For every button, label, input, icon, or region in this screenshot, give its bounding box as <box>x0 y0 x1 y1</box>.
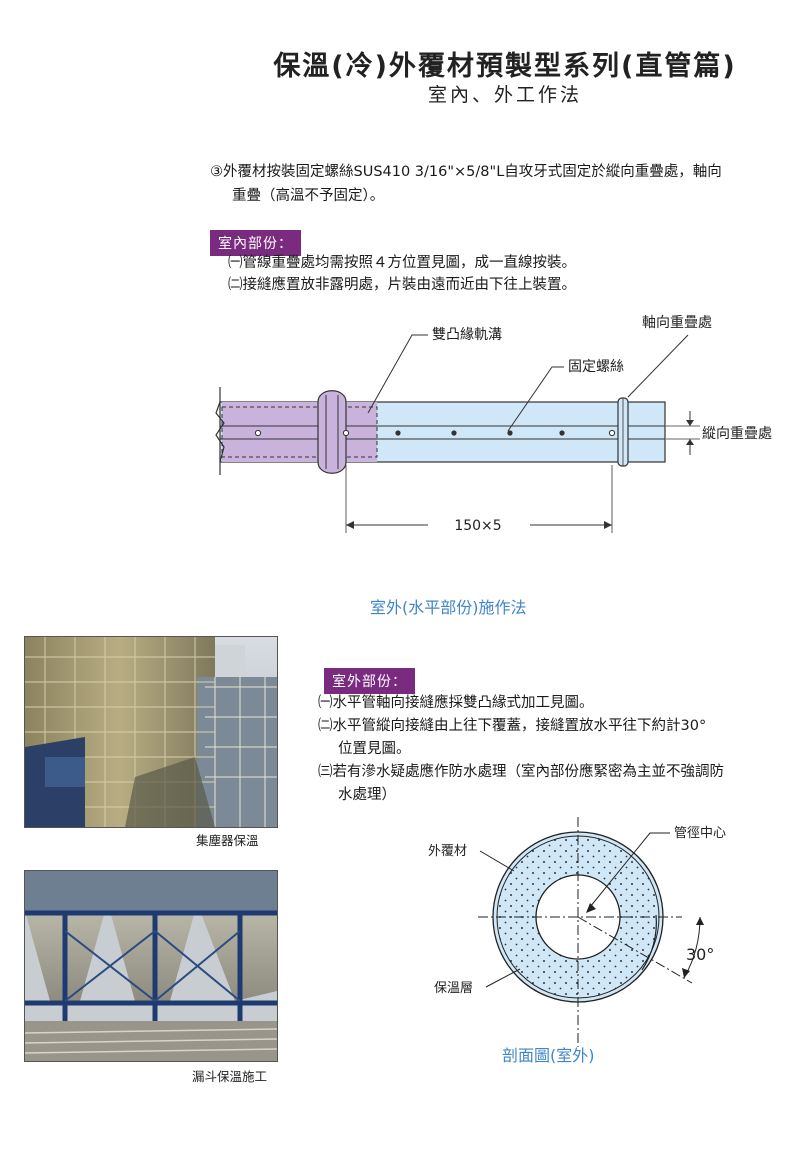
pipe-diagram-caption: 室外(水平部份)施作法 <box>370 598 527 617</box>
screw <box>559 430 565 436</box>
indoor-item-2: ㈡接縫應置放非露明處，片裝由遠而近由下往上裝置。 <box>228 277 576 293</box>
hopper-image <box>25 871 277 1061</box>
outdoor-item-2-cont: 位置見圖。 <box>338 741 411 757</box>
label-pipe-center: 管徑中心 <box>674 826 726 841</box>
indoor-item-1: ㈠管線重疊處均需按照４方位置見圖，成一直線按裝。 <box>228 255 576 271</box>
intro-line-1: ③外覆材按裝固定螺絲SUS410 3/16"×5/8"L自攻牙式固定於縱向重疊處… <box>210 164 722 180</box>
label-longitudinal: 縱向重疊處 <box>702 426 772 442</box>
label-screw: 固定螺絲 <box>568 359 624 375</box>
screw <box>395 430 401 436</box>
screw-hole <box>254 429 262 437</box>
photo-dust-collector <box>24 636 278 828</box>
indoor-items: ㈠管線重疊處均需按照４方位置見圖，成一直線按裝。 ㈡接縫應置放非露明處，片裝由遠… <box>228 252 788 296</box>
dust-collector-image <box>25 637 277 827</box>
screw <box>451 430 457 436</box>
leader-groove <box>367 334 428 414</box>
break-line <box>215 387 225 475</box>
photo-caption-1: 集塵器保溫 <box>196 833 259 848</box>
photo-hopper <box>24 870 278 1062</box>
outdoor-item-3: ㈢若有滲水疑處應作防水處理（室內部份應緊密為主並不強調防 <box>318 764 724 780</box>
angle-line <box>577 916 693 984</box>
dimension-label: 150×5 <box>454 518 501 534</box>
cross-section-caption: 剖面圖(室外) <box>502 1046 595 1065</box>
outdoor-item-3-cont: 水處理） <box>338 787 396 803</box>
cross-section-diagram: 30° 外覆材 管徑中心 保溫層 <box>428 817 726 1047</box>
screw-hole <box>608 429 616 437</box>
page-subtitle: 室內、外工作法 <box>427 84 582 106</box>
screw <box>507 430 513 436</box>
pipe-diagram: 雙凸緣軌溝 軸向重疊處 固定螺絲 縱向重疊處 150×5 <box>215 315 772 534</box>
photo-caption-2: 漏斗保溫施工 <box>192 1069 268 1084</box>
double-flange-groove <box>317 390 347 474</box>
intro-line-2: 重疊（高溫不予固定）。 <box>232 188 385 204</box>
label-groove: 雙凸緣軌溝 <box>432 327 502 343</box>
angle-label: 30° <box>686 945 714 964</box>
leader-screw <box>507 366 564 432</box>
overlap-dashed-outline <box>221 406 378 458</box>
outdoor-item-2: ㈡水平管縱向接縫由上往下覆蓋，接縫置放水平往下約計30° <box>318 718 707 734</box>
label-outer-cover: 外覆材 <box>428 844 467 859</box>
outdoor-item-1: ㈠水平管軸向接縫應採雙凸緣式加工見圖。 <box>318 695 594 711</box>
screw-hole <box>342 429 350 437</box>
leader-axial <box>627 334 689 398</box>
overlap-flap <box>641 914 657 971</box>
label-insulation: 保溫層 <box>434 981 473 996</box>
label-axial: 軸向重疊處 <box>642 315 712 331</box>
pipe-indoor-segment <box>222 402 377 462</box>
outdoor-section-tag: 室外部份： <box>324 668 415 694</box>
page-title: 保溫(冷)外覆材預製型系列(直管篇) <box>273 51 737 82</box>
indoor-section-tag: 室內部份： <box>210 230 301 256</box>
intro-paragraph: ③外覆材按裝固定螺絲SUS410 3/16"×5/8"L自攻牙式固定於縱向重疊處… <box>210 160 795 208</box>
outdoor-items: ㈠水平管軸向接縫應採雙凸緣式加工見圖。 ㈡水平管縱向接縫由上往下覆蓋，接縫置放水… <box>318 692 796 807</box>
